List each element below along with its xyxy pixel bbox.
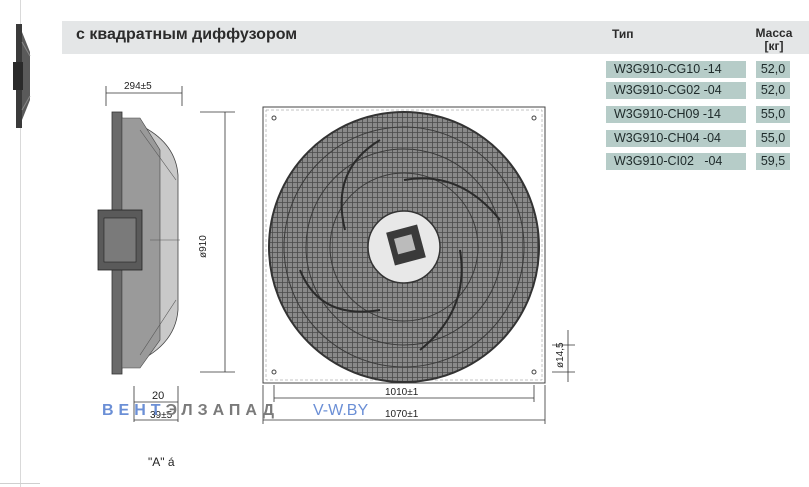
front-view: ø14,5 1010±1 1070±1 <box>262 106 575 424</box>
fan-side-thumbnail <box>13 24 31 128</box>
watermark-part1: ВЕНТ <box>102 402 166 419</box>
dim-39: 39±5 <box>150 410 173 421</box>
header-bar <box>62 21 809 54</box>
dim-1070: 1070±1 <box>385 409 419 420</box>
table-cell-mass: 55,0 <box>756 130 790 147</box>
section-title: с квадратным диффузором <box>76 26 298 43</box>
table-cell-type: W3G910-CG10 -14 <box>606 61 746 78</box>
watermark: ВЕНТЭЛЗАПАД V-W.BY <box>102 402 368 420</box>
table-cell-mass: 52,0 <box>756 82 790 99</box>
column-header-mass: Масса [кг] <box>752 27 796 53</box>
bottom-margin-rule <box>0 483 40 484</box>
mass-label: Масса <box>755 26 793 40</box>
dim-20: 20 <box>152 390 164 402</box>
left-margin-rule <box>20 0 21 487</box>
dim-1010: 1010±1 <box>385 387 419 398</box>
table-cell-type: W3G910-CI02 -04 <box>606 153 746 170</box>
table-cell-mass: 59,5 <box>756 153 790 170</box>
dim-hole: ø14,5 <box>555 342 566 368</box>
table-cell-type: W3G910-CG02 -04 <box>606 82 746 99</box>
side-view: 294±5 ø910 20 39±5 <box>97 81 235 422</box>
watermark-site: V-W.BY <box>312 402 369 419</box>
table-cell-type: W3G910-CH09 -14 <box>606 106 746 123</box>
table-cell-mass: 52,0 <box>756 61 790 78</box>
column-header-type: Тип <box>612 27 634 41</box>
dim-height: ø910 <box>198 235 209 258</box>
watermark-part2: ЭЛЗАПАД <box>165 402 279 419</box>
mass-unit: [кг] <box>764 39 784 53</box>
note-a: "A" á <box>148 455 175 469</box>
dim-depth: 294±5 <box>124 81 152 92</box>
table-cell-mass: 55,0 <box>756 106 790 123</box>
table-cell-type: W3G910-CH04 -04 <box>606 130 746 147</box>
